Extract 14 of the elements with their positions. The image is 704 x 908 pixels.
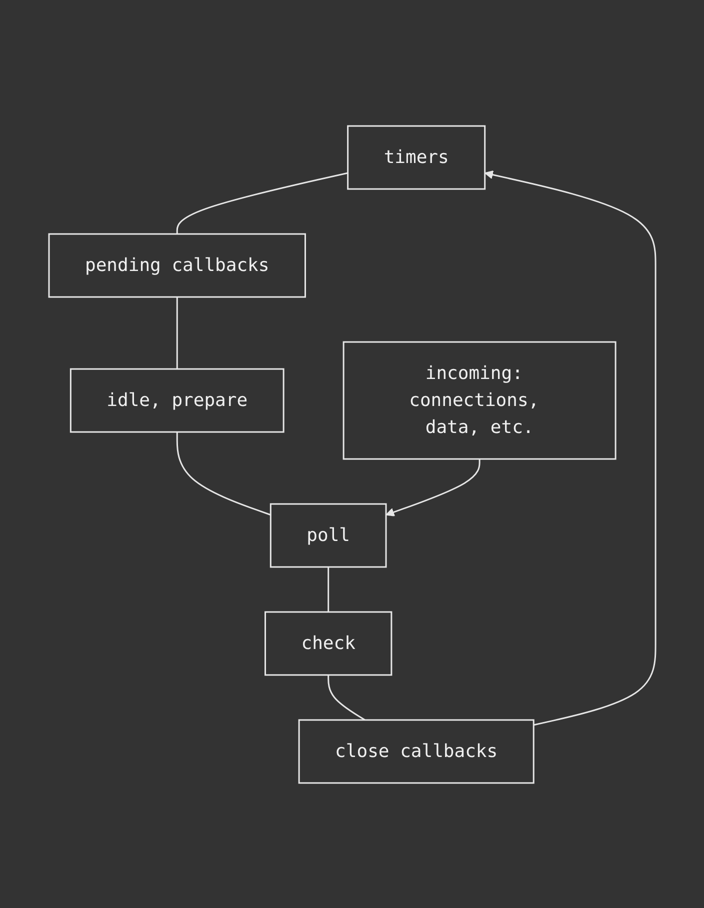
node-box: check xyxy=(264,610,392,676)
node-box: pending callbacks xyxy=(48,232,306,298)
node-box: close callbacks xyxy=(298,718,534,784)
connector xyxy=(176,172,348,234)
node-box: idle, prepare xyxy=(70,368,284,432)
arrow xyxy=(385,458,480,516)
connector xyxy=(176,432,271,516)
node-box: incoming: connections, data, etc. xyxy=(342,340,616,460)
node-box: poll xyxy=(270,502,386,568)
connector xyxy=(327,674,366,720)
arrow xyxy=(484,170,656,726)
connector xyxy=(327,566,329,612)
node-box: timers xyxy=(346,124,486,190)
connector xyxy=(176,296,178,368)
